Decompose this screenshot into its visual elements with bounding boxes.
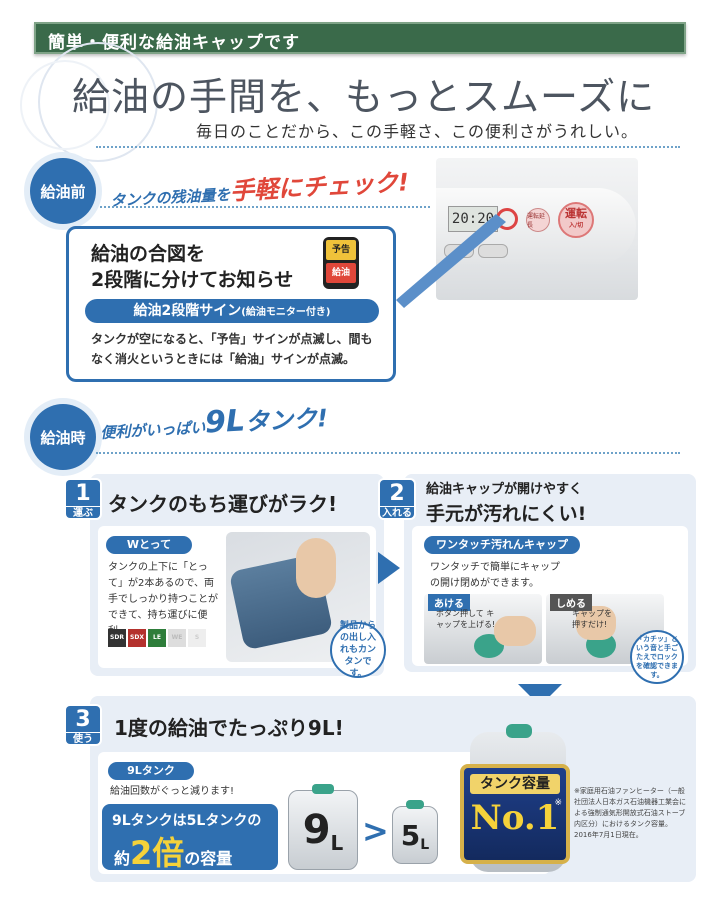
plus-button <box>478 244 508 258</box>
power-button: 運転 入/切 <box>558 202 594 238</box>
tank-5l-cap <box>406 800 424 809</box>
card2-callout-bubble: 「カチッ」という音と手ごたえでロックを確認できます。 <box>630 630 684 684</box>
banner-prefix: 便利がいっぱい <box>99 418 206 442</box>
model-badge: WE <box>168 629 186 647</box>
decorative-circle <box>20 60 110 150</box>
divider <box>100 206 430 208</box>
pill-sub: (給油モニター付き) <box>241 307 331 318</box>
no1-value: No.1 <box>470 798 560 838</box>
card3-pill: 9Lタンク <box>108 762 194 780</box>
card3-description: 給油回数がぐっと減ります! <box>110 786 235 797</box>
tank-9l-cap <box>312 784 334 794</box>
no1-footnote-mark: ※ <box>554 798 562 808</box>
capacity-line1: 9Lタンクは5Lタンクの <box>112 813 262 829</box>
step-label: 使う <box>64 732 102 746</box>
card1-pill: Wとって <box>106 536 192 554</box>
card3-title: 1度の給油でたっぷり9L! <box>114 716 344 740</box>
extend-button: 運転延長 <box>526 208 550 232</box>
monitor-heading-line1: 給油の合図を <box>91 243 206 265</box>
heater-control-panel-photo: 20:20 運転延長 運転 入/切 <box>436 158 638 300</box>
hero-subtitle: 毎日のことだから、この手軽さ、この便利さがうれしい。 <box>196 122 639 141</box>
sign-refuel: 給油 <box>326 263 356 283</box>
capacity-comparison-box: 9Lタンクは5Lタンクの 約2倍の容量 <box>102 804 278 872</box>
monitor-description: タンクが空になると、「予告」サインが点滅し、間もなく消火というときには「給油」サ… <box>91 332 373 366</box>
step-label: 入れる <box>378 506 416 520</box>
power-button-label: 運転 <box>565 207 587 220</box>
sign-warning: 予告 <box>326 240 356 260</box>
during-refuel-badge: 給油時 <box>30 404 96 470</box>
refuel-monitor-box: 給油の合図を 2段階に分けてお知らせ 予告 給油 給油2段階サイン(給油モニター… <box>66 226 396 382</box>
step-number: 2 <box>378 478 416 506</box>
tank-5l-number: 5 <box>400 818 421 852</box>
banner-number: 9L <box>204 403 246 441</box>
card2-title-line1: 給油キャップが開けやすく <box>426 482 583 497</box>
step-number: 1 <box>64 478 102 506</box>
capacity-line2: 約2倍の容量 <box>114 828 232 874</box>
divider <box>96 146 680 148</box>
step-badge-1: 1 運ぶ <box>64 478 102 520</box>
pill-main: 給油2段階サイン <box>133 303 242 319</box>
hero-title: 給油の手間を、もっとスムーズに <box>72 75 656 119</box>
tank-9l-number: 9 <box>302 807 331 853</box>
capacity-suffix: の容量 <box>184 849 233 868</box>
monitor-heading: 給油の合図を 2段階に分けてお知らせ <box>91 241 293 293</box>
card2-title: 給油キャップが開けやすく 手元が汚れにくい! <box>426 478 586 526</box>
banner-suffix: タンク! <box>244 404 329 437</box>
arrow-right-icon <box>378 552 400 584</box>
section-header-bar: 簡単・便利な給油キャップです <box>34 22 686 54</box>
badge-label: 給油時 <box>40 428 86 447</box>
capacity-footnote: ※家庭用石油ファンヒーター（一般社団法人日本ガス石油機器工業会による強制通気形開… <box>574 787 686 839</box>
card2-pill: ワンタッチ汚れんキャップ <box>424 536 580 554</box>
big-tank-cap <box>506 724 532 738</box>
model-badge: SDX <box>128 629 146 647</box>
model-badge: SDR <box>108 629 126 647</box>
open-label: あける <box>428 594 470 611</box>
step-badge-2: 2 入れる <box>378 478 416 520</box>
monitor-heading-line2: 2段階に分けてお知らせ <box>91 269 294 291</box>
badge-label: 給油前 <box>40 182 86 201</box>
no1-label: タンク容量 <box>470 774 560 794</box>
model-badge: LE <box>148 629 166 647</box>
step-badge-3: 3 使う <box>64 704 102 746</box>
capacity-multiplier: 2倍 <box>130 834 185 872</box>
capacity-prefix: 約 <box>114 849 131 868</box>
divider <box>96 452 680 454</box>
card2-title-line2: 手元が汚れにくい! <box>426 503 587 525</box>
tank-9l-unit: L <box>330 831 344 855</box>
card2-description: ワンタッチで簡単にキャップの開け閉めができます。 <box>430 562 560 589</box>
no1-emblem: タンク容量 No.1 ※ <box>460 764 570 864</box>
tank-5l-unit: L <box>420 837 430 853</box>
close-instruction: キャップを 押すだけ! <box>572 609 612 629</box>
step-label: 運ぶ <box>64 506 102 520</box>
hand-illustration <box>494 616 536 646</box>
open-instruction: ボタン押して キャップを上げる! <box>436 609 496 629</box>
power-button-sublabel: 入/切 <box>568 222 584 229</box>
card1-title: タンクのもち運びがラク! <box>108 492 338 516</box>
monitor-sign-icon: 予告 給油 <box>323 237 359 289</box>
callout-line <box>396 214 506 308</box>
during-banner: 便利がいっぱい9Lタンク! <box>99 398 329 446</box>
hand-illustration <box>576 606 616 640</box>
extend-button-label: 運転延長 <box>527 213 546 229</box>
close-label: しめる <box>550 594 592 611</box>
monitor-feature-pill: 給油2段階サイン(給油モニター付き) <box>85 299 379 323</box>
compare-symbol: > <box>362 812 389 850</box>
before-refuel-badge: 給油前 <box>30 158 96 224</box>
step-number: 3 <box>64 704 102 732</box>
banner-emphasis: 手軽にチェック! <box>229 168 410 206</box>
card1-callout-bubble: 製品からの出し入れもカンタンです。 <box>330 621 386 679</box>
hand-illustration <box>296 538 336 598</box>
model-badge: S <box>188 629 206 647</box>
